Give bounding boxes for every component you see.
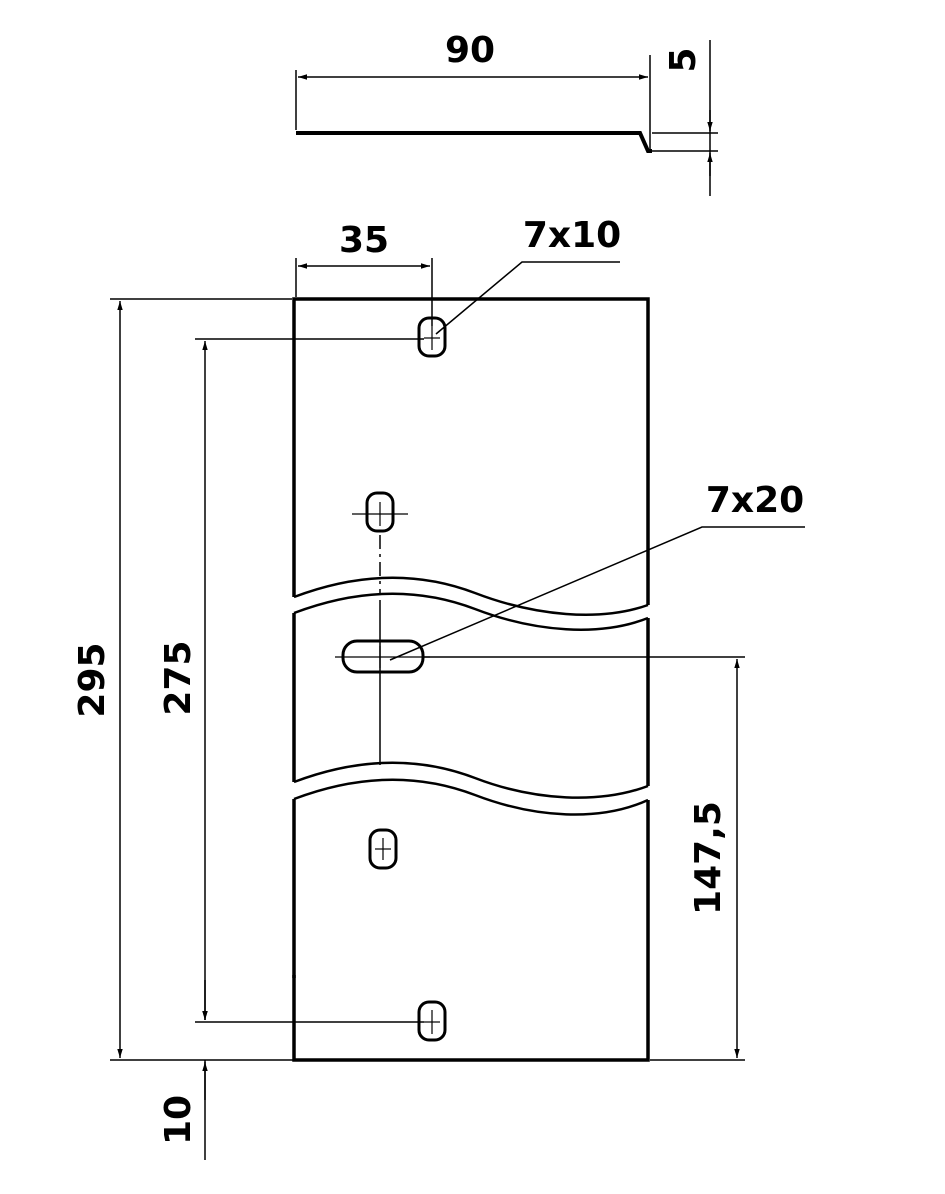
break-line-upper xyxy=(293,576,649,616)
side-profile xyxy=(296,131,652,153)
dimension-275-label: 275 xyxy=(158,640,199,715)
plate-outline xyxy=(292,297,650,605)
slot-hole-lower-mid xyxy=(368,828,398,870)
slot-hole-bottom xyxy=(417,1000,447,1042)
break-line-lower xyxy=(293,761,649,799)
dimension-90-label: 90 xyxy=(445,30,495,71)
slot-hole-center xyxy=(335,639,430,674)
hole-large-label: 7x20 xyxy=(706,480,804,521)
dimension-295-label: 295 xyxy=(72,642,113,717)
slot-hole-upper-mid xyxy=(352,491,408,533)
dimension-10-label: 10 xyxy=(158,1095,199,1145)
dimension-35-label: 35 xyxy=(339,220,389,261)
hole-small-label: 7x10 xyxy=(523,215,621,256)
dimension-147-5-label: 147,5 xyxy=(688,801,729,915)
front-view: 35 7x10 7x20 295 275 10 147,5 xyxy=(72,215,805,1160)
side-view: 90 5 xyxy=(295,30,718,196)
dimension-5-label: 5 xyxy=(663,47,704,72)
